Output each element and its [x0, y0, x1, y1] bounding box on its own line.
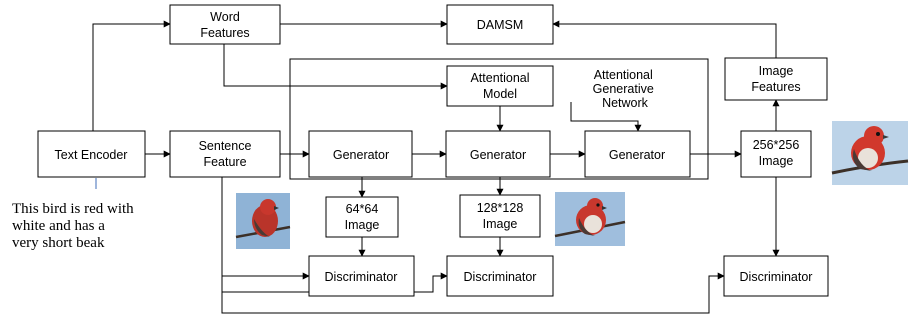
- discriminator-3-box: Discriminator: [723, 255, 829, 297]
- svg-text:Text Encoder: Text Encoder: [55, 148, 128, 162]
- caption-text: This bird is red with white and has a ve…: [12, 201, 137, 251]
- edge-word-features-to-attention: [223, 44, 448, 90]
- text-encoder-box: Text Encoder: [37, 130, 146, 178]
- edge-text-encoder-to-word-features: [92, 20, 171, 131]
- discriminator-2-box: Discriminator: [446, 255, 554, 297]
- edge-attention-to-gen3: [570, 102, 642, 132]
- edge-sentence-to-disc3: [221, 272, 725, 314]
- generator-3-box: Generator: [584, 130, 691, 178]
- damsm-box: DAMSM: [446, 4, 554, 45]
- attentional-generative-network-frame: [289, 58, 709, 180]
- group-label: Attentional Generative Network: [593, 68, 658, 110]
- svg-text:Discriminator: Discriminator: [325, 270, 398, 284]
- generator-1-box: Generator: [308, 130, 413, 178]
- bird-image-256: [831, 121, 909, 185]
- svg-text:Generator: Generator: [609, 148, 665, 162]
- bird-image-64: [235, 193, 291, 249]
- svg-text:Generator: Generator: [333, 148, 389, 162]
- edges: [92, 20, 780, 314]
- discriminator-1-box: Discriminator: [308, 255, 415, 297]
- svg-text:Generator: Generator: [470, 148, 526, 162]
- svg-text:Discriminator: Discriminator: [464, 270, 537, 284]
- edge-image-features-to-damsm: [552, 20, 777, 58]
- bird-image-128: [554, 192, 626, 246]
- generator-2-box: Generator: [445, 130, 551, 178]
- svg-text:Discriminator: Discriminator: [740, 270, 813, 284]
- svg-text:DAMSM: DAMSM: [477, 18, 524, 32]
